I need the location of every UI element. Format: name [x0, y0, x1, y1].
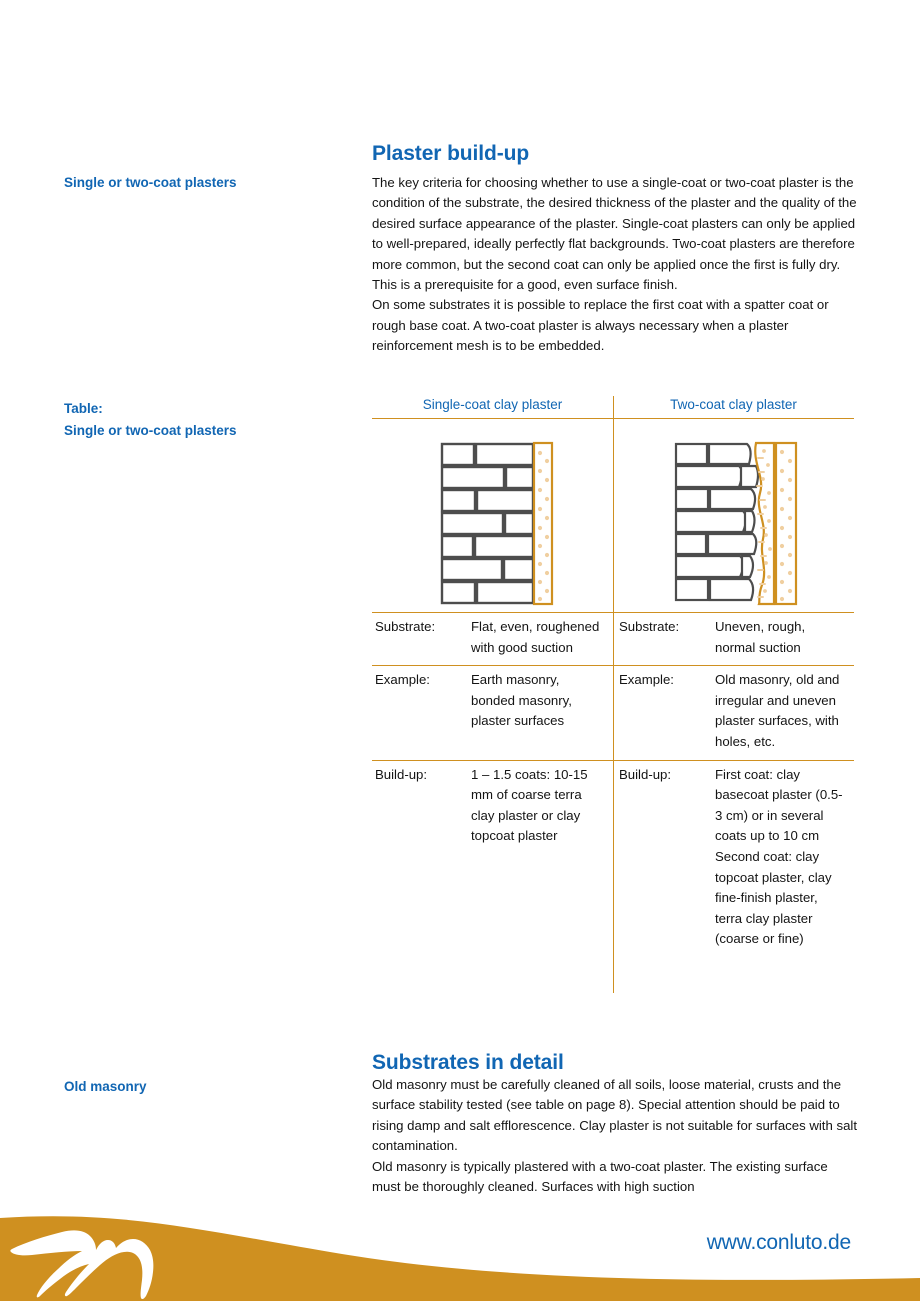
comparison-table: Single-coat clay plaster Two-coat clay p… [372, 396, 854, 957]
row-value: Earth masonry, bonded masonry, plaster s… [471, 672, 572, 729]
swallow-bird-logo [10, 1230, 154, 1300]
paragraph: Old masonry is typically plastered with … [372, 1158, 828, 1195]
row-label: Substrate: [375, 619, 436, 634]
margin-heading-old-masonry: Old masonry [64, 1079, 147, 1094]
margin-heading-table-line2: Single or two-coat plasters [64, 423, 237, 438]
figure-cell-two-coat [613, 419, 854, 612]
paragraph: Old masonry must be carefully cleaned of… [372, 1077, 857, 1154]
table-cell-example-right: Example: Old masonry, old and irregular … [613, 666, 854, 759]
table-row: Build-up: 1 – 1.5 coats: 10-15 mm of coa… [372, 761, 854, 957]
table-header-two-coat: Two-coat clay plaster [670, 397, 797, 412]
page-footer: www.conluto.de [0, 1200, 920, 1301]
two-coat-plaster-wall-diagram [668, 441, 800, 618]
paragraph: On some substrates it is possible to rep… [372, 297, 829, 354]
section-title-plaster-build-up: Plaster build-up [372, 142, 530, 166]
row-value: Old masonry, old and irregular and uneve… [715, 672, 840, 749]
body-text-substrates-in-detail: Old masonry must be carefully cleaned of… [372, 1075, 857, 1197]
footer-wave-shape [0, 1216, 920, 1301]
row-label: Example: [619, 672, 674, 688]
table-header-row: Single-coat clay plaster Two-coat clay p… [372, 396, 854, 418]
table-cell-buildup-left: Build-up: 1 – 1.5 coats: 10-15 mm of coa… [372, 761, 613, 957]
row-value: Flat, even, roughened with good suction [471, 619, 600, 655]
table-cell-substrate-right: Substrate: Uneven, rough, normal suction [613, 613, 854, 665]
paragraph: The key criteria for choosing whether to… [372, 175, 857, 293]
row-value: First coat: clay basecoat plaster (0.5-3… [715, 766, 843, 947]
figure-cell-single-coat [372, 419, 613, 612]
table-cell-substrate-left: Substrate: Flat, even, roughened with go… [372, 613, 613, 665]
website-url[interactable]: www.conluto.de [706, 1231, 851, 1254]
row-label: Build-up: [375, 766, 428, 782]
table-header-single-coat: Single-coat clay plaster [422, 397, 563, 412]
margin-heading-single-or-two-coat-plasters: Single or two-coat plasters [64, 175, 237, 190]
row-value: 1 – 1.5 coats: 10-15 mm of coarse terra … [471, 766, 588, 844]
table-figure-row [372, 419, 854, 612]
row-label: Example: [375, 672, 430, 688]
row-label: Build-up: [619, 766, 672, 782]
table-row: Example: Earth masonry, bonded masonry, … [372, 666, 854, 759]
body-text-plaster-build-up: The key criteria for choosing whether to… [372, 173, 862, 357]
table-cell-example-left: Example: Earth masonry, bonded masonry, … [372, 666, 613, 759]
margin-heading-table-line1: Table: [64, 401, 103, 416]
table-column-divider [613, 396, 614, 993]
single-coat-plaster-wall-diagram [428, 441, 558, 618]
row-label: Substrate: [619, 619, 680, 634]
table-row: Substrate: Flat, even, roughened with go… [372, 613, 854, 665]
section-title-substrates-in-detail: Substrates in detail [372, 1051, 564, 1075]
table-cell-buildup-right: Build-up: First coat: clay basecoat plas… [613, 761, 854, 957]
row-value: Uneven, rough, normal suction [715, 619, 806, 655]
